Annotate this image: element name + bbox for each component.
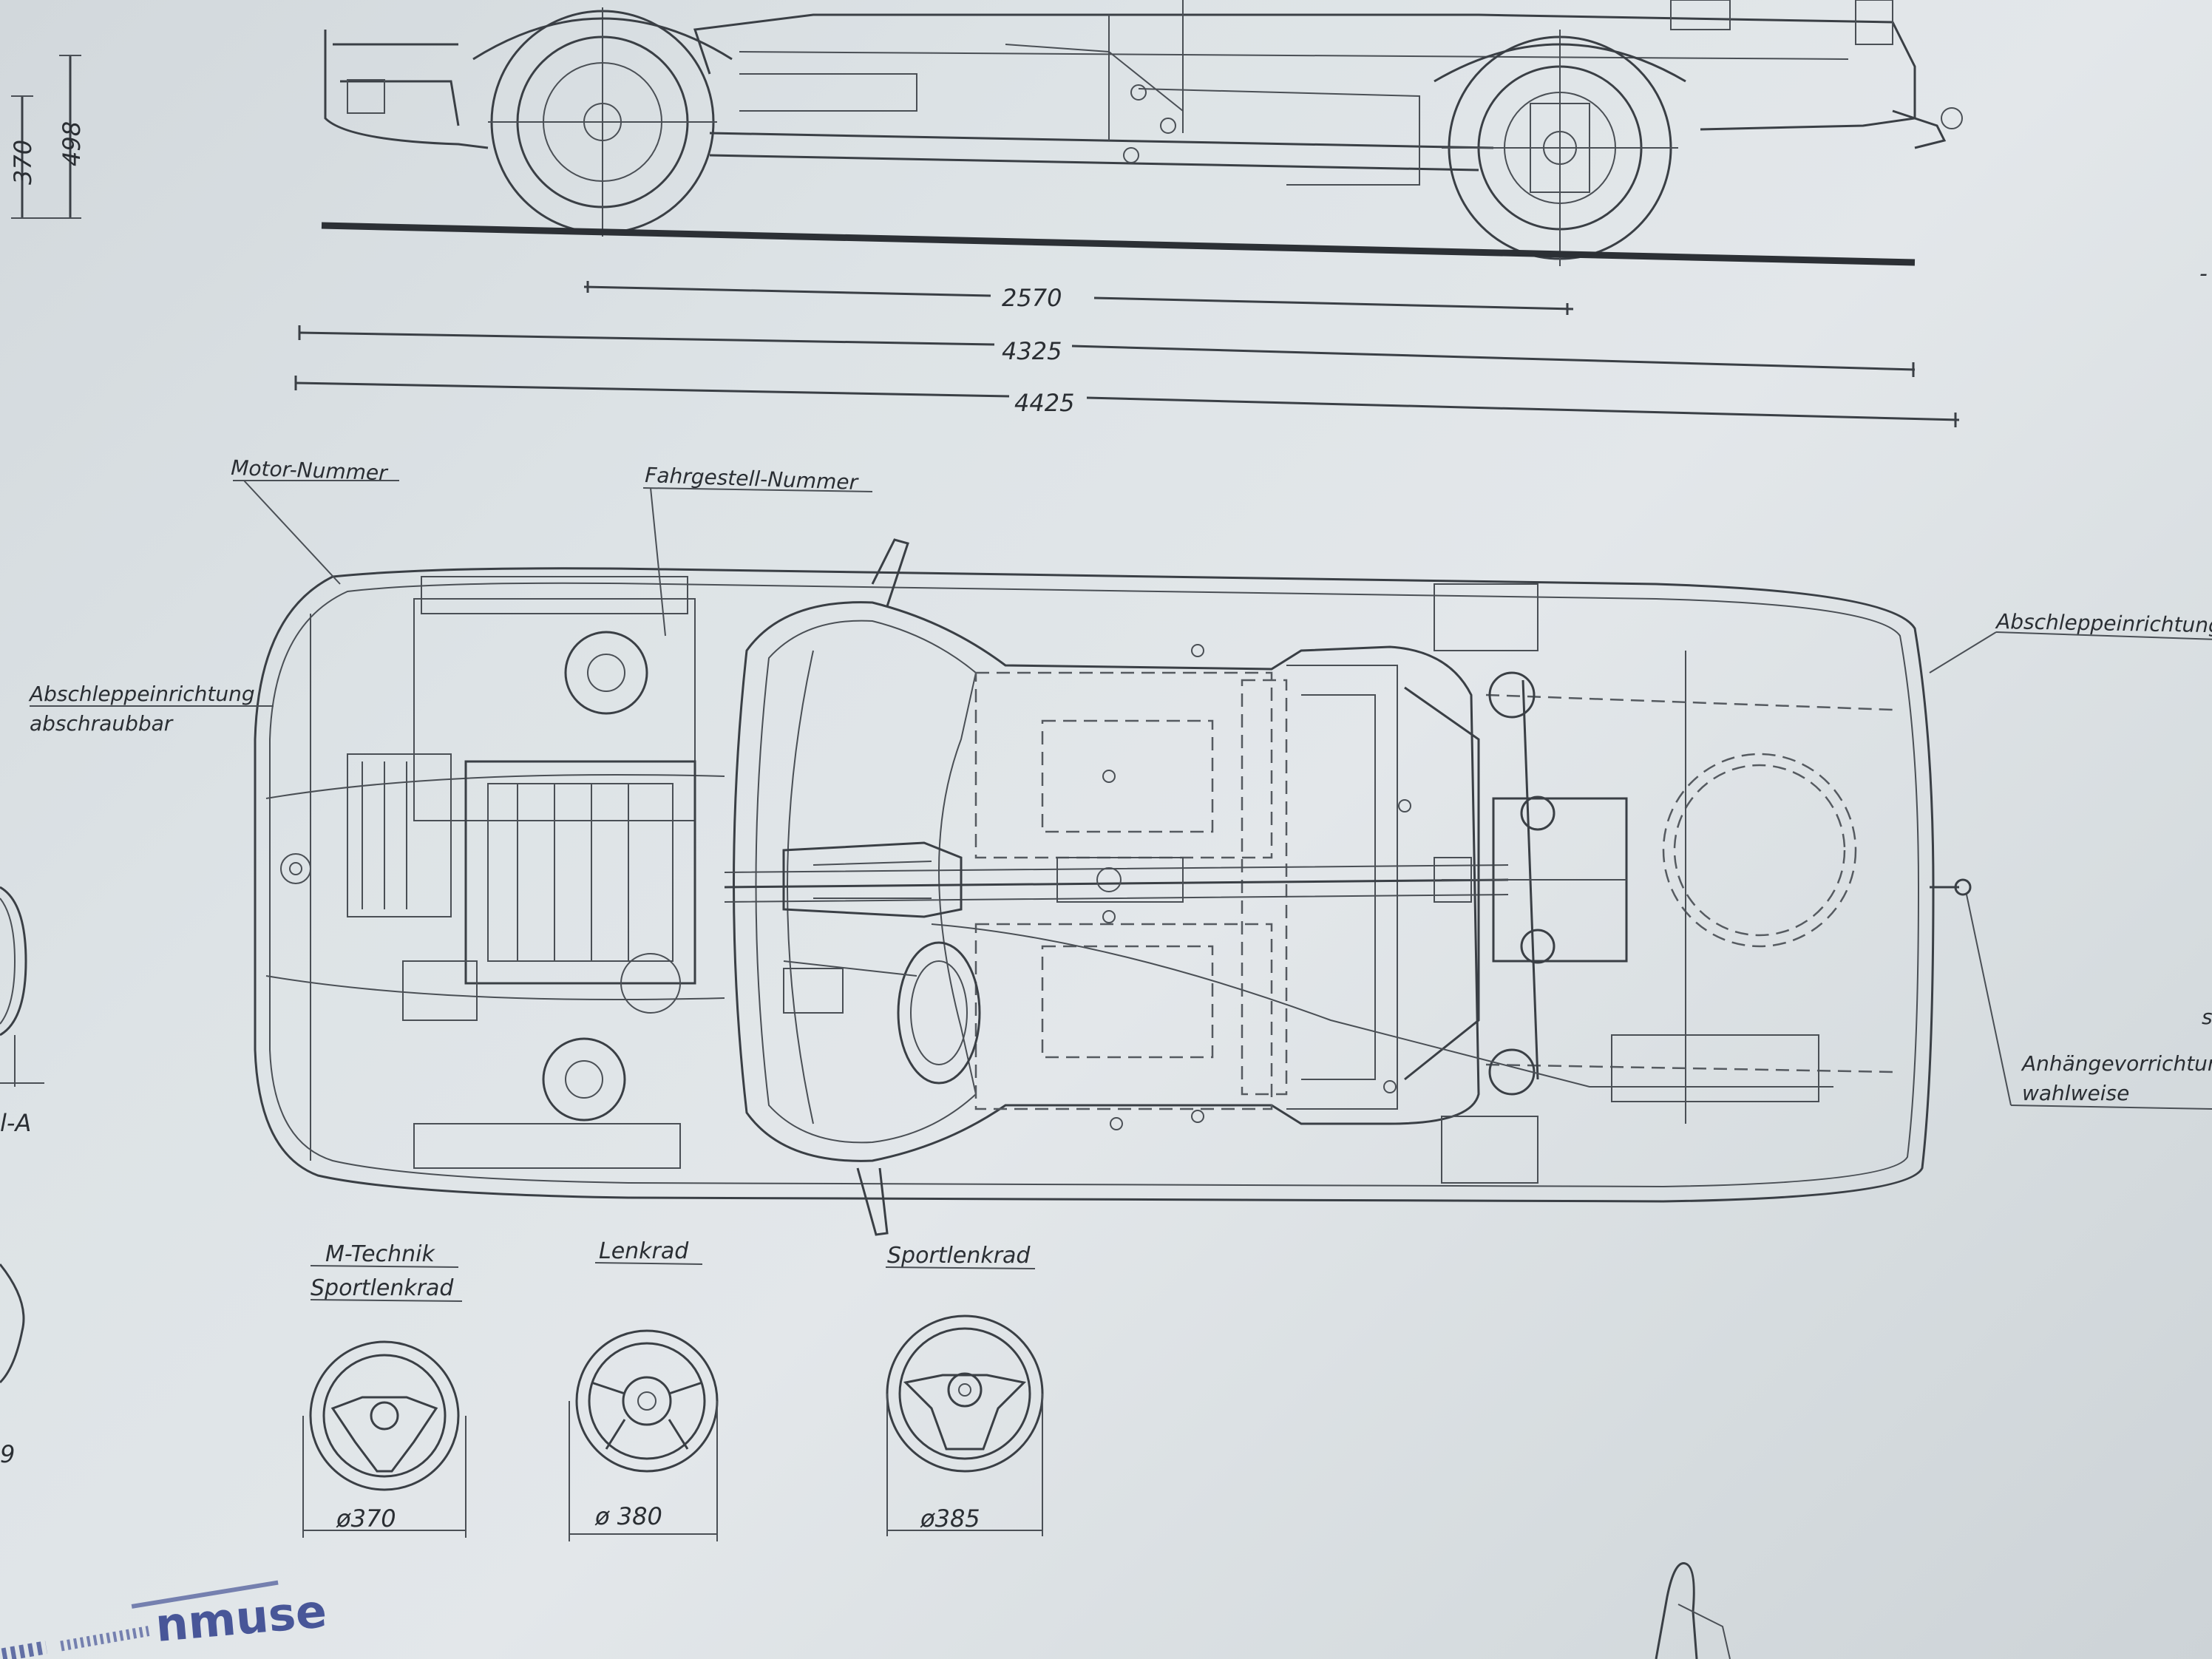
dim-length-4425: 4425 [1014, 389, 1074, 417]
label-motor-nummer: Motor-Nummer [231, 455, 389, 485]
top-view-labels: Motor-Nummer Fahrgestell-Nummer Abschlep… [28, 455, 2212, 1105]
publisher-stamp: nmuse [1, 1580, 329, 1659]
top-view-car [254, 538, 1972, 1236]
steering-wheel-m-technik: M-Technik Sportlenkrad ø370 [302, 1241, 467, 1538]
side-height-dimensions: 370 498 [9, 55, 86, 219]
label-fahrgestell-nummer: Fahrgestell-Nummer [645, 463, 859, 495]
label-wahlweise: wahlweise [2022, 1081, 2129, 1105]
left-fragment-9: 9 [0, 1440, 15, 1468]
dim-wheelbase: 2570 [1002, 284, 1062, 312]
lenkrad-diameter: ø 380 [594, 1502, 662, 1530]
partial-figure-bottom-right [1655, 1562, 1731, 1659]
side-view [321, 0, 1963, 266]
sportlenkrad-title: Sportlenkrad [887, 1243, 1031, 1269]
steering-wheel-sportlenkrad: Sportlenkrad ø385 [885, 1243, 1044, 1536]
right-fragment-s: s [2202, 1005, 2212, 1029]
label-abschlepp-front-1: Abschleppeinrichtung [28, 682, 255, 706]
label-abschlepp-front-2: abschraubbar [30, 711, 174, 736]
dim-length-4325: 4325 [1002, 337, 1062, 365]
right-fragment-dash: - [2199, 261, 2208, 287]
m-technik-title: M-Technik [325, 1241, 435, 1267]
length-dimensions: 2570 4325 4425 [294, 281, 1960, 427]
lenkrad-title: Lenkrad [599, 1238, 689, 1264]
dim-370: 370 [9, 140, 37, 185]
leader-lines [30, 480, 2212, 1110]
right-edge-fragments: - s [2199, 261, 2212, 1029]
steering-wheel-lenkrad: Lenkrad ø 380 [569, 1238, 719, 1541]
m-technik-subtitle: Sportlenkrad [311, 1275, 454, 1301]
sportlenkrad-diameter: ø385 [920, 1504, 980, 1533]
label-anhaengevorrichtung: Anhängevorrichtun [2021, 1051, 2212, 1076]
m-technik-diameter: ø370 [336, 1504, 396, 1533]
left-edge-fragments: l-A 9 [0, 886, 44, 1468]
stamp-text: nmuse [153, 1584, 328, 1652]
left-fragment-a: l-A [0, 1109, 31, 1137]
dim-498: 498 [58, 121, 86, 166]
label-abschlepp-rear: Abschleppeinrichtung [1995, 609, 2212, 637]
